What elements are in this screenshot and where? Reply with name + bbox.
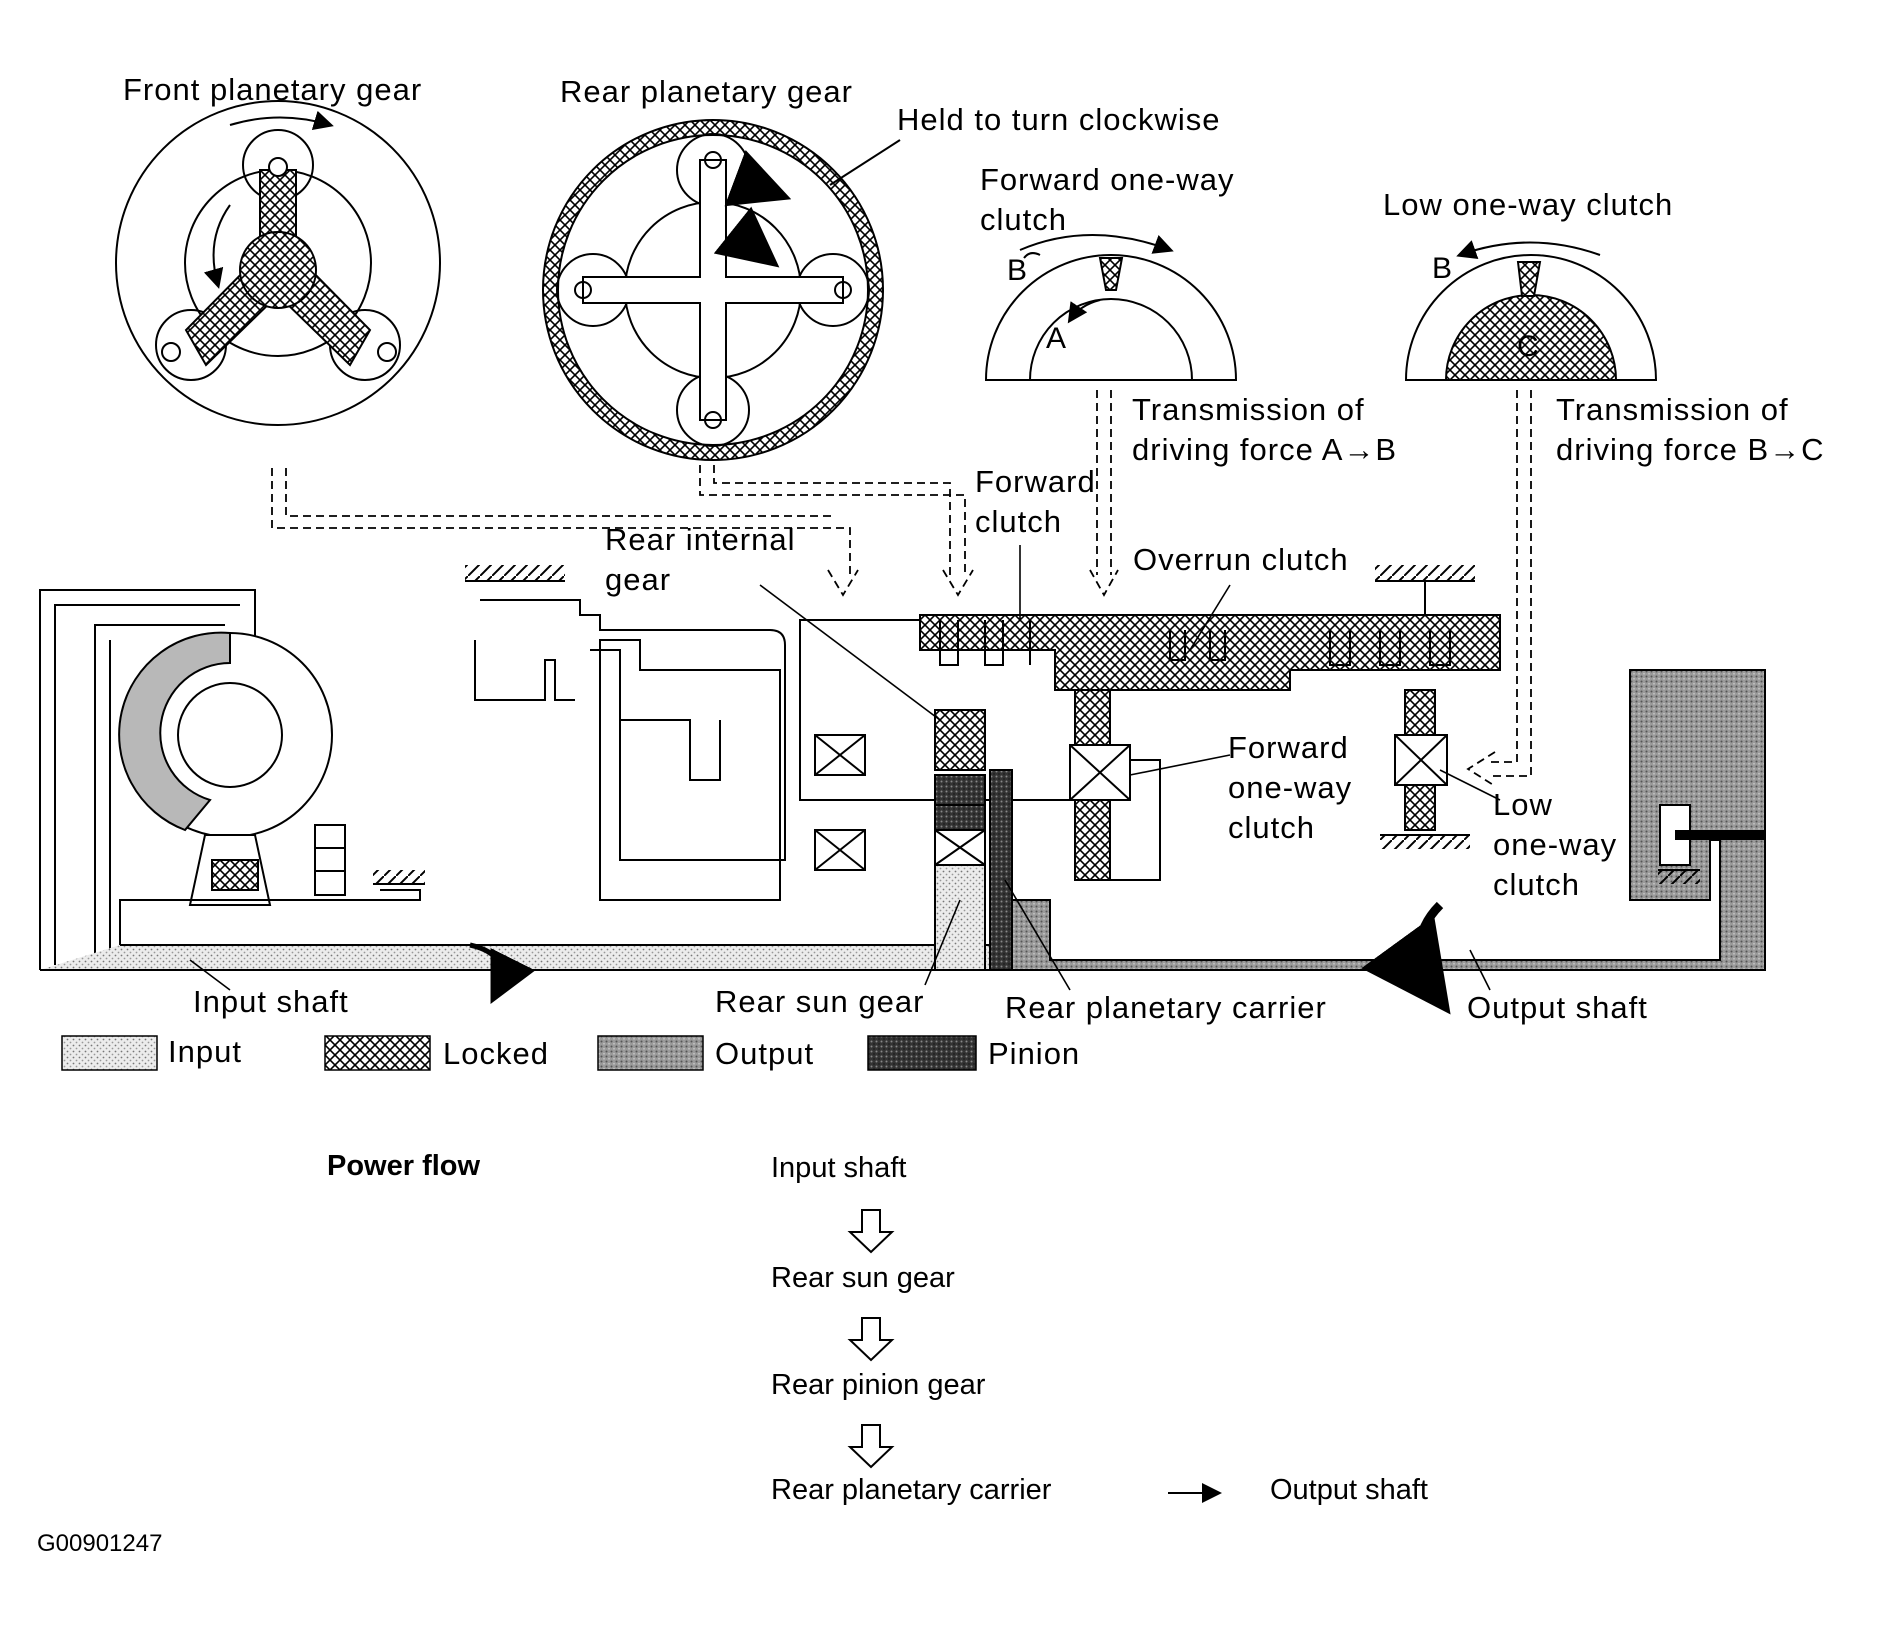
letter-a-forward: A (1046, 322, 1067, 355)
letter-c-low: C (1517, 330, 1539, 363)
power-flow-title: Power flow (327, 1150, 481, 1182)
power-flow-arrows (847, 1209, 1222, 1503)
label-transmission-bc-2: driving force B→C (1556, 432, 1825, 467)
legend-label-input: Input (168, 1034, 242, 1069)
legend-label-locked: Locked (443, 1036, 549, 1071)
flow-down-arrow (847, 1317, 895, 1362)
legend-label-pinion: Pinion (988, 1036, 1081, 1071)
label-forward-oneway-mid-2: one-way (1228, 770, 1353, 805)
label-low-oneway-clutch-top: Low one-way clutch (1383, 187, 1674, 222)
power-flow-final-output-shaft: Output shaft (1270, 1474, 1428, 1506)
label-rear-planetary-gear: Rear planetary gear (560, 74, 853, 109)
label-rear-planetary-carrier: Rear planetary carrier (1005, 990, 1327, 1025)
leader-lines (189, 545, 1501, 991)
flow-down-arrow (847, 1209, 895, 1254)
legend-swatches (61, 1035, 977, 1071)
letter-b-forward: B (1007, 254, 1028, 287)
label-rear-internal-gear-1: Rear internal (605, 522, 796, 557)
rear-planetary-gear (542, 119, 901, 461)
label-rear-internal-gear-2: gear (605, 562, 672, 597)
legend-swatch-locked (324, 1035, 431, 1071)
forward-oneway-clutch-detail (984, 234, 1238, 381)
dashed-flow-arrows (271, 390, 1532, 787)
letter-b-low: B (1432, 252, 1453, 285)
label-rear-sun-gear: Rear sun gear (715, 984, 925, 1019)
label-transmission-ab-2: driving force A→B (1132, 432, 1398, 467)
label-forward-oneway-mid-1: Forward (1228, 730, 1349, 765)
transmission-cross-section (39, 565, 1766, 1015)
label-front-planetary-gear: Front planetary gear (123, 72, 423, 107)
label-transmission-bc-1: Transmission of (1556, 392, 1789, 427)
legend-label-output: Output (715, 1036, 815, 1071)
figure-id: G00901247 (37, 1530, 163, 1557)
label-input-shaft: Input shaft (193, 984, 349, 1019)
label-low-oneway-mid-1: Low (1493, 787, 1553, 822)
power-flow-step-rear-pinion-gear: Rear pinion gear (771, 1369, 986, 1401)
label-low-oneway-mid-3: clutch (1493, 867, 1580, 902)
label-output-shaft: Output shaft (1467, 990, 1648, 1025)
label-forward-clutch-2: clutch (975, 504, 1062, 539)
low-oneway-clutch-detail (1404, 240, 1658, 381)
legend-swatch-input (61, 1035, 158, 1071)
power-flow-step-input-shaft: Input shaft (771, 1152, 907, 1184)
label-held-to-turn-clockwise: Held to turn clockwise (897, 102, 1221, 137)
label-forward-clutch-1: Forward (975, 464, 1096, 499)
power-flow-step-rear-planetary-carrier: Rear planetary carrier (771, 1474, 1052, 1506)
label-forward-oneway-clutch-top: Forward one-way clutch (980, 162, 1235, 238)
label-low-oneway-mid-2: one-way (1493, 827, 1618, 862)
label-overrun-clutch: Overrun clutch (1133, 542, 1349, 577)
power-flow-step-rear-sun-gear: Rear sun gear (771, 1262, 955, 1294)
legend-swatch-pinion (867, 1035, 977, 1071)
label-forward-oneway-mid-3: clutch (1228, 810, 1315, 845)
label-transmission-ab-1: Transmission of (1132, 392, 1365, 427)
flow-down-arrow (847, 1424, 895, 1469)
legend-swatch-output (597, 1035, 704, 1071)
front-planetary-gear (115, 100, 441, 426)
